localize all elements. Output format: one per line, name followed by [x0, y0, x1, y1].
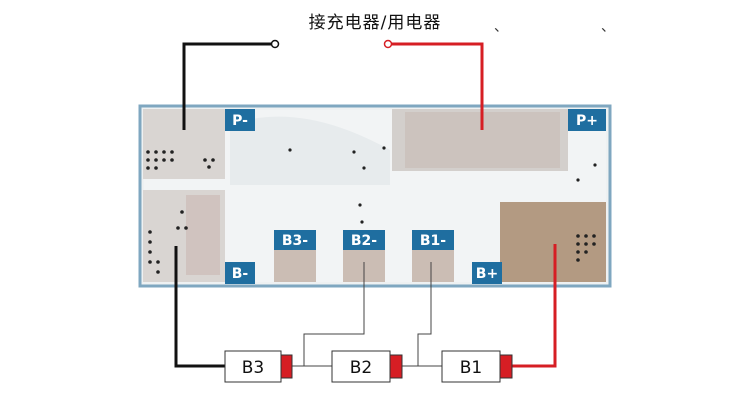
tick-mark-2: 、 [601, 19, 615, 35]
cell-b1-label: B1 [460, 358, 482, 378]
p-plus-tab [568, 109, 606, 131]
cell-b3-label: B3 [242, 358, 264, 378]
b-plus-tab [472, 262, 502, 284]
b-minus-tab [225, 262, 255, 284]
b2-tab [343, 230, 385, 250]
b-minus-wire [174, 246, 226, 368]
b-plus-vias [576, 234, 596, 262]
p-minus-wire [182, 42, 272, 130]
tick-mark-1: 、 [494, 19, 508, 35]
b1-pad [412, 250, 454, 282]
b3-pad [274, 250, 316, 282]
b-plus-wire [512, 244, 557, 368]
board-vias [288, 146, 597, 224]
cell-b3: B3 [224, 350, 293, 383]
p-minus-label: P- [232, 113, 248, 129]
cell-b3-cap [280, 354, 293, 379]
bms-board: P- B- P+ [138, 104, 612, 288]
p-minus-tab [225, 109, 255, 131]
cell-b2-label: B2 [350, 358, 372, 378]
cell-b2-cap [389, 354, 403, 379]
cell-b2: B2 [331, 350, 403, 383]
charger-positive-terminal [383, 39, 393, 49]
cell-b1-cap [499, 354, 513, 379]
b1-tab [412, 230, 454, 250]
red-wires [391, 42, 557, 368]
b-plus-label: B+ [476, 266, 498, 282]
p-minus-vias [146, 150, 215, 170]
b-minus-vias [148, 210, 188, 274]
b1-tab-label: B1- [420, 233, 446, 249]
cell-b3-body [224, 350, 282, 383]
b-minus-stain [186, 195, 220, 275]
b3-tab-label: B3- [282, 233, 308, 249]
b1-balance-wire [417, 262, 432, 366]
cell-b2-body [331, 350, 391, 383]
b2-balance-wire [303, 262, 365, 366]
b-plus-pad [500, 202, 606, 282]
trace-area [230, 116, 390, 185]
charger-load-label: 接充电器/用电器 [308, 13, 442, 33]
black-wires [174, 42, 272, 368]
cell-b1-body [441, 350, 501, 383]
b-minus-label: B- [232, 266, 249, 282]
p-plus-label: P+ [576, 113, 598, 129]
cell-b1: B1 [441, 350, 513, 383]
charger-negative-terminal [270, 39, 280, 49]
p-plus-wire [391, 42, 484, 130]
b3-tab [274, 230, 316, 250]
balance-wires [292, 262, 442, 367]
b2-tab-label: B2- [351, 233, 377, 249]
